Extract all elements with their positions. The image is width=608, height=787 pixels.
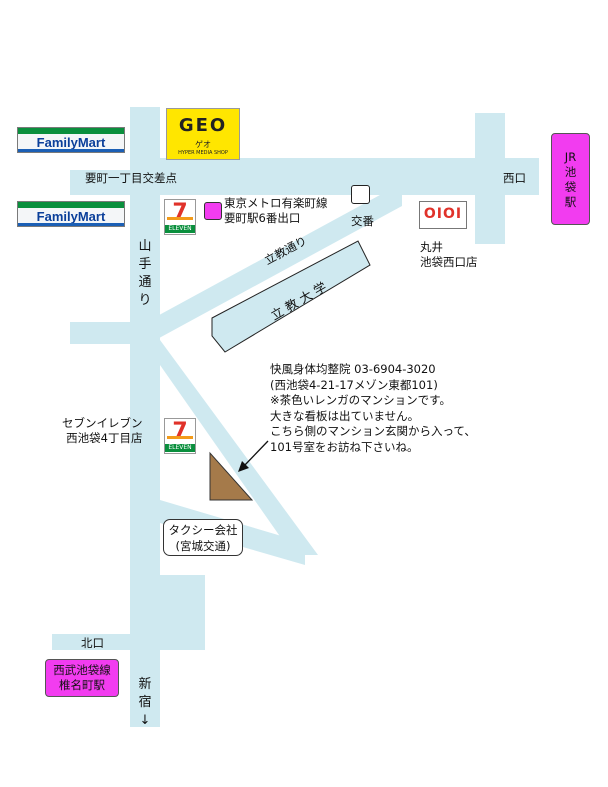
- metro-exit-marker: [204, 202, 222, 220]
- kitaguchi-label: 北口: [81, 636, 104, 650]
- jr-ikebukuro-station: JR 池 袋 駅: [551, 133, 590, 225]
- road-vertical-right: [475, 113, 505, 244]
- clinic-note-4: 101号室をお訪ね下さいね。: [270, 439, 419, 454]
- marui-logo: OIOI: [419, 201, 467, 229]
- koban-icon: [351, 185, 370, 204]
- seven-eleven-text: ELEVEN: [165, 444, 195, 452]
- road-side-lower: [160, 575, 205, 650]
- geo-name: GEO: [178, 115, 228, 136]
- seibu-shiinamachi-station: 西武池袋線 椎名町駅: [45, 659, 119, 697]
- seven-eleven-logo-top: 7 ELEVEN: [164, 199, 196, 235]
- road-horizontal-main: [133, 158, 539, 195]
- clinic-info: 快風身体均整院 03-6904-3020 (西池袋4-21-17メゾン東都101…: [270, 362, 476, 455]
- road-bottom-left-stub: [52, 634, 134, 650]
- seven-eleven-store-label: セブンイレブン 西池袋4丁目店: [62, 416, 143, 445]
- yamate-dori-label: 山 手 通 り: [138, 239, 152, 308]
- rikkyo-university-block: [211, 240, 371, 353]
- familymart-label: FamilyMart: [36, 135, 106, 150]
- familymart-label: FamilyMart: [36, 209, 106, 224]
- familymart-logo-top: FamilyMart: [17, 127, 125, 153]
- geo-tag: HYPER MEDIA SHOP: [178, 150, 228, 156]
- familymart-logo-bottom: FamilyMart: [17, 201, 125, 227]
- road-yamate-dori-top: [130, 107, 160, 322]
- clinic-note-1: ※茶色いレンガのマンションです。: [270, 393, 451, 407]
- road-diagonal-lower: [160, 340, 318, 555]
- clinic-building: [209, 451, 254, 501]
- road-left-top-stub: [70, 170, 135, 195]
- shinjuku-label: 新 宿 ↓: [138, 677, 152, 728]
- clinic-address: (西池袋4-21-17メゾン東都101): [270, 377, 438, 392]
- clinic-name-phone: 快風身体均整院 03-6904-3020: [270, 362, 436, 376]
- road-yamate-dori-lower: [130, 322, 160, 727]
- seven-eleven-logo-lower: 7 ELEVEN: [164, 418, 196, 454]
- pointer-arrow: [242, 440, 269, 468]
- clinic-note-3: こちら側のマンション玄関から入って、: [270, 424, 476, 438]
- metro-exit-label: 東京メトロ有楽町線 要町駅6番出口: [224, 196, 328, 225]
- pointer-arrowhead: [238, 461, 249, 472]
- intersection-label: 要町一丁目交差点: [85, 171, 177, 185]
- seven-eleven-num: 7: [172, 419, 188, 444]
- marui-logo-text: OIOI: [423, 206, 463, 222]
- seven-eleven-num: 7: [172, 200, 188, 225]
- geo-kana: ゲオ: [195, 140, 211, 149]
- road-rikkyo-dori: [150, 183, 402, 343]
- geo-logo: GEO ゲオ HYPER MEDIA SHOP: [166, 108, 240, 160]
- clinic-note-2: 大きな看板は出ていません。: [270, 408, 420, 423]
- taxi-company-label: タクシー会社 (宮城交通): [163, 519, 243, 556]
- koban-label: 交番: [351, 214, 374, 228]
- road-left-stub: [70, 322, 160, 344]
- nishiguchi-label: 西口: [503, 171, 526, 185]
- seven-eleven-text: ELEVEN: [165, 225, 195, 233]
- marui-label: 丸井 池袋西口店: [420, 240, 478, 269]
